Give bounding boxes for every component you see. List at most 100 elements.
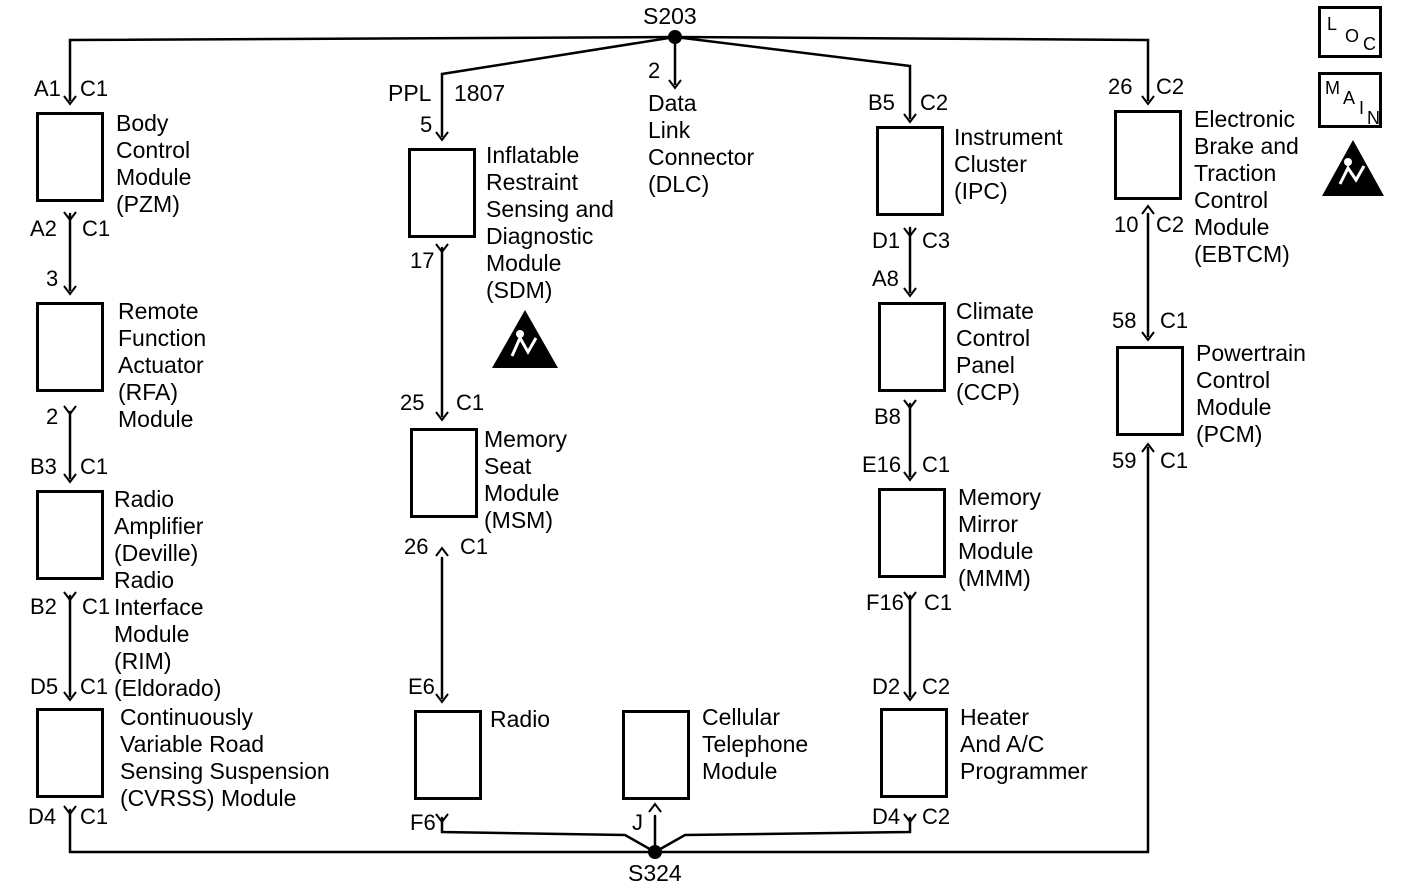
pin-label: A8: [872, 266, 899, 291]
splice-dot-top: [668, 30, 682, 44]
pin-label: 58: [1112, 308, 1137, 333]
connector-label: C2: [1156, 74, 1185, 99]
wire-ipc-feed: [673, 35, 912, 120]
main-tag[interactable]: M A I N: [1318, 72, 1382, 128]
connector-label: C1: [82, 594, 111, 619]
splice-label-top: S203: [643, 3, 697, 29]
connector-label: C1: [924, 590, 953, 615]
connector-label: C1: [80, 76, 109, 101]
main-letter: A: [1343, 88, 1356, 108]
connector-label: C3: [922, 228, 951, 253]
main-letter: N: [1367, 108, 1380, 128]
esd-warning-icon: [1322, 140, 1384, 196]
wire-hvac-bottom: [653, 816, 912, 854]
pin-label: 26: [1108, 74, 1133, 99]
pin-label: B8: [874, 404, 901, 429]
pin-label: 2: [46, 404, 59, 429]
connector-label: C2: [922, 804, 951, 829]
pin-label: A2: [30, 216, 57, 241]
pin-label: B3: [30, 454, 57, 479]
main-letter: I: [1359, 98, 1365, 118]
pin-label: D4: [28, 804, 57, 829]
wire-radio-bottom: [440, 816, 657, 854]
splice-label-bottom: S324: [628, 860, 682, 886]
loc-letter: C: [1363, 34, 1376, 54]
module-name-radio: Radio: [490, 706, 551, 732]
pin-label: 25: [400, 390, 425, 415]
loc-tag[interactable]: L O C: [1318, 6, 1382, 58]
module-box-msm: [410, 428, 478, 518]
pin-label: D2: [872, 674, 901, 699]
connector-label: C1: [80, 804, 109, 829]
module-box-hvac: [880, 708, 948, 798]
module-box-ccp: [878, 302, 946, 392]
connector-label: C2: [1156, 212, 1185, 237]
wire-circuit-label: 1807: [454, 80, 506, 106]
connector-label: C1: [1160, 308, 1189, 333]
pin-label: 5: [420, 112, 433, 137]
loc-letter: O: [1345, 26, 1360, 46]
loc-letter: L: [1327, 14, 1338, 34]
wire-top-left: [68, 35, 677, 102]
module-box-radio-amplifier: [36, 490, 104, 580]
pin-label: 10: [1114, 212, 1139, 237]
module-box-bcm: [36, 112, 104, 202]
splice-dot-bottom: [648, 845, 662, 859]
pin-label: F16: [866, 590, 904, 615]
module-box-mmm: [878, 488, 946, 578]
module-box-ebtcm: [1114, 110, 1182, 200]
module-box-rfa: [36, 302, 104, 392]
esd-warning-icon: [492, 310, 558, 368]
module-box-pcm: [1116, 346, 1184, 436]
pin-label: E6: [408, 674, 435, 699]
module-box-ipc: [876, 126, 944, 216]
connector-label: C1: [80, 454, 109, 479]
connector-label: C1: [80, 674, 109, 699]
wire-sdm-feed: [440, 35, 677, 138]
pin-label: D5: [30, 674, 59, 699]
connector-label: C1: [922, 452, 951, 477]
pin-label: B2: [30, 594, 57, 619]
pin-label: E16: [862, 452, 902, 477]
pin-label: B5: [868, 90, 895, 115]
module-box-cvrss: [36, 708, 104, 798]
pin-label: 2: [648, 58, 661, 83]
connector-label: C1: [1160, 448, 1189, 473]
module-box-radio: [414, 710, 482, 800]
main-letter: M: [1325, 78, 1340, 98]
wire-top-right: [673, 35, 1150, 102]
module-box-sdm: [408, 148, 476, 238]
wire-color-label: PPL: [388, 80, 432, 106]
pin-label: 26: [404, 534, 429, 559]
connector-label: C2: [922, 674, 951, 699]
pin-label: A1: [34, 76, 61, 101]
pin-label: D4: [872, 804, 901, 829]
wire-pcm-bottom: [653, 446, 1150, 854]
pin-label: F6: [410, 810, 436, 835]
module-box-cellular: [622, 710, 690, 800]
pin-label: 17: [410, 248, 435, 273]
connector-label: C1: [456, 390, 485, 415]
connector-label: C2: [920, 90, 949, 115]
pin-label: J: [632, 810, 643, 835]
wire-cvrss-bottom: [68, 808, 657, 854]
pin-label: D1: [872, 228, 901, 253]
connector-label: C1: [82, 216, 111, 241]
pin-label: 3: [46, 266, 59, 291]
connector-label: C1: [460, 534, 489, 559]
